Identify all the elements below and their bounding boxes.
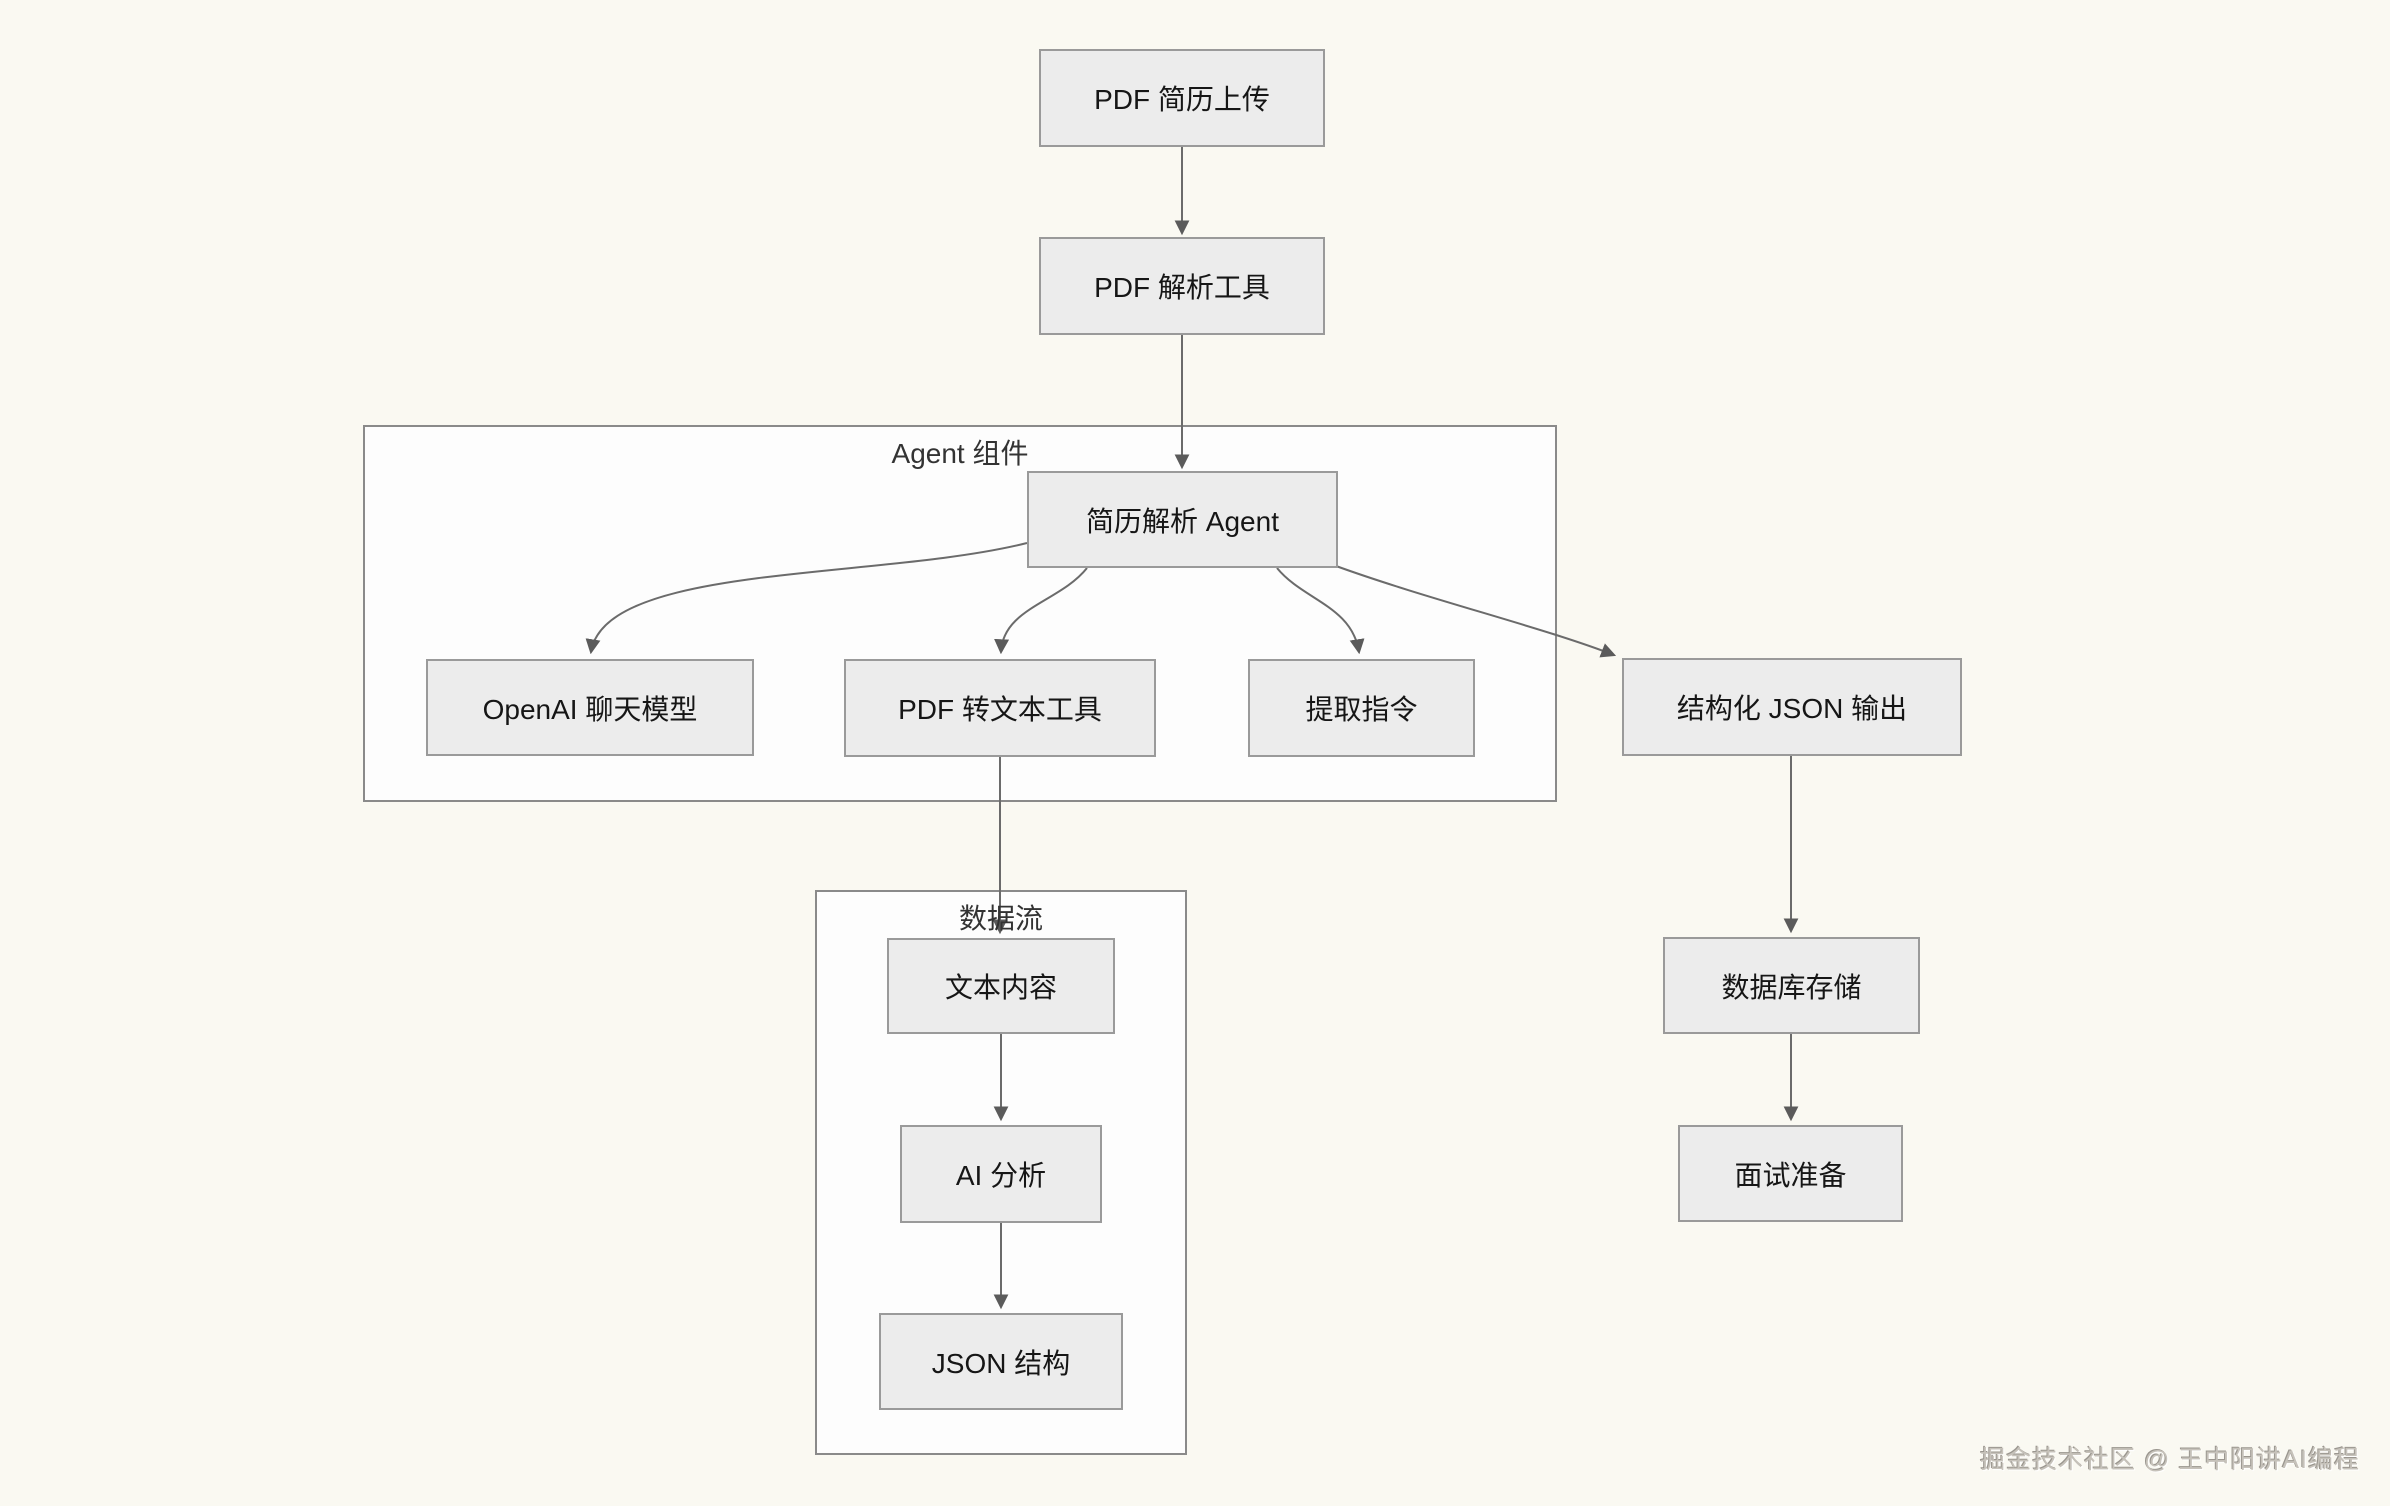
- node-interview-prep: 面试准备: [1678, 1125, 1903, 1222]
- node-pdf-upload: PDF 简历上传: [1039, 49, 1325, 147]
- node-json-structure: JSON 结构: [879, 1313, 1123, 1410]
- watermark-text: 掘金技术社区 @ 王中阳讲AI编程: [1980, 1446, 2360, 1474]
- node-openai-chat: OpenAI 聊天模型: [426, 659, 754, 756]
- node-ai-analysis: AI 分析: [900, 1125, 1102, 1223]
- node-extract-prompt: 提取指令: [1248, 659, 1475, 757]
- edge-agent-to-openai: [585, 542, 1028, 655]
- group-label-agent-components: Agent 组件: [891, 438, 1029, 469]
- node-pdf-to-text: PDF 转文本工具: [844, 659, 1156, 757]
- edge-agent-to-pdftext: [994, 567, 1088, 655]
- group-label-data-flow: 数据流: [958, 903, 1044, 934]
- node-structured-json: 结构化 JSON 输出: [1622, 658, 1962, 756]
- node-db-storage: 数据库存储: [1663, 937, 1920, 1034]
- node-pdf-parser: PDF 解析工具: [1039, 237, 1325, 335]
- node-resume-agent: 简历解析 Agent: [1027, 471, 1338, 568]
- edge-agent-to-structured: [1335, 565, 1617, 658]
- edge-agent-to-extract: [1276, 567, 1365, 655]
- node-text-content: 文本内容: [887, 938, 1115, 1034]
